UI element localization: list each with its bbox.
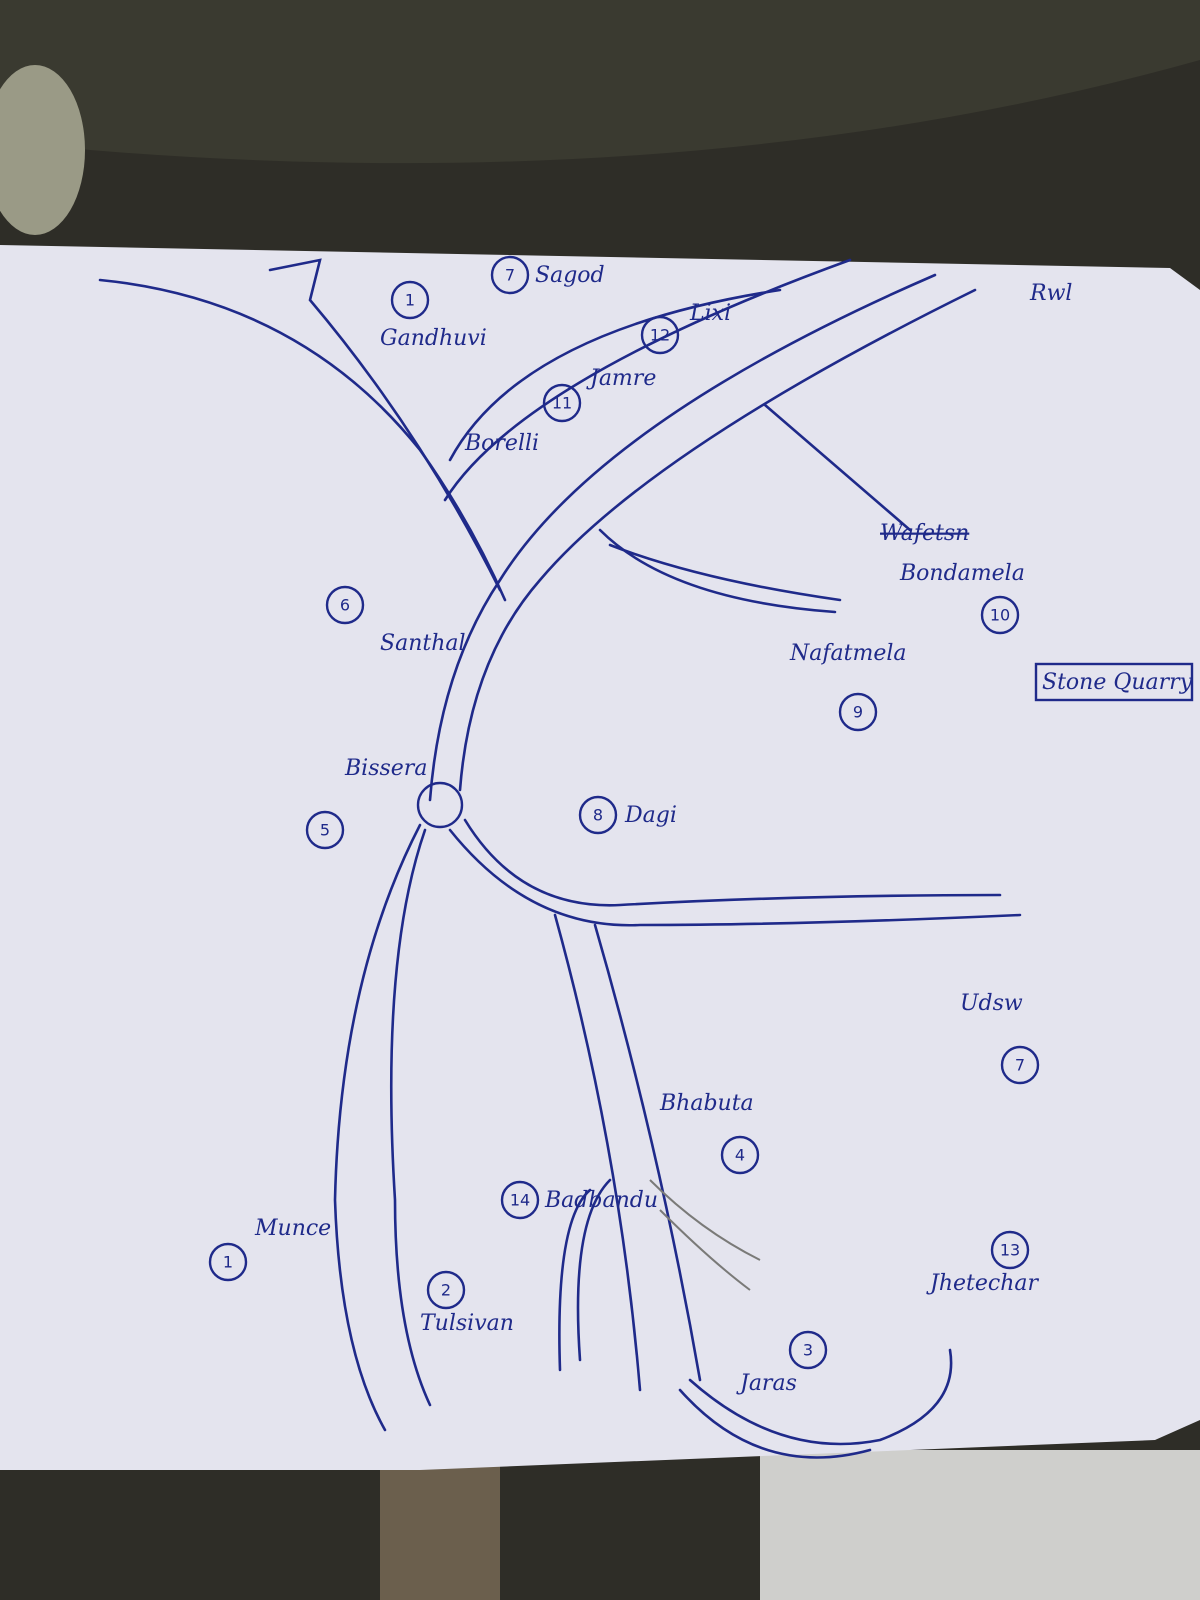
- place-number: 5: [320, 821, 330, 840]
- place-number: 13: [1000, 1241, 1020, 1260]
- place-bhabuta: 4 Bhabuta: [659, 1091, 760, 1175]
- place-number: 1: [223, 1253, 233, 1272]
- place-jamre: 11 Jamre: [542, 366, 656, 423]
- place-number-circle: [1000, 1045, 1040, 1085]
- place-name: Lixi: [689, 301, 731, 326]
- roads: [98, 258, 1022, 1459]
- floor-background: [380, 1460, 500, 1600]
- place-number: 1: [405, 291, 415, 310]
- place-name: Jhetechar: [926, 1271, 1039, 1296]
- place-number-circle: [838, 692, 878, 732]
- place-name: Munce: [254, 1216, 331, 1241]
- place-borelli: Borelli: [464, 431, 539, 456]
- place-name: Sagod: [535, 263, 605, 288]
- place-name: Bhabuta: [659, 1091, 754, 1116]
- place-number-circle: [788, 1330, 828, 1370]
- place-markers: 1Munce2Tulsivan3Jaras4Bhabuta5Bissera6Sa…: [208, 255, 1040, 1396]
- place-number: 12: [650, 326, 670, 345]
- place-number: 11: [552, 394, 572, 413]
- place-nafatmela: 9 Nafatmela: [789, 641, 907, 732]
- place-dagi: 8 Dagi: [578, 795, 677, 835]
- place-number: 3: [803, 1341, 813, 1360]
- place-number: 7: [505, 266, 515, 285]
- round-object: [0, 65, 85, 235]
- place-number: 7: [1015, 1056, 1025, 1075]
- floor-background: [760, 1450, 1200, 1600]
- place-bondamela: 10 Bondamela: [899, 561, 1025, 635]
- place-number: 9: [853, 703, 863, 722]
- place-name: Dagi: [624, 803, 677, 828]
- place-number-circle: [578, 795, 618, 835]
- place-udsw: 7 Udsw: [960, 991, 1040, 1085]
- place-number: 4: [735, 1146, 745, 1165]
- place-number-circle: [208, 1242, 248, 1282]
- place-name: Bissera: [344, 756, 427, 781]
- place-number-circle: [720, 1135, 760, 1175]
- place-number: 8: [593, 806, 603, 825]
- place-number-circle: [640, 315, 680, 355]
- place-name: Badbandu: [544, 1188, 658, 1213]
- place-number-circle: [390, 280, 430, 320]
- glass-reflection: [0, 0, 1200, 164]
- place-number-circle: [500, 1180, 540, 1220]
- place-name: Tulsivan: [420, 1311, 514, 1336]
- place-number: 10: [990, 606, 1010, 625]
- stone-quarry-label: Stone Quarry: [1042, 670, 1193, 695]
- place-number: 6: [340, 596, 350, 615]
- place-name: Gandhuvi: [380, 326, 487, 351]
- place-number: 14: [510, 1191, 530, 1210]
- place-name: Jamre: [586, 366, 656, 391]
- place-number: 2: [441, 1281, 451, 1300]
- place-name: Udsw: [960, 991, 1023, 1016]
- place-number-circle: [325, 585, 365, 625]
- stone-quarry-box: Stone Quarry: [1034, 662, 1194, 702]
- place-number-circle: [980, 595, 1020, 635]
- paper-sheet: [0, 245, 1200, 1470]
- place-number-circle: [426, 1270, 466, 1310]
- place-munce: 1 Munce: [208, 1216, 331, 1282]
- place-name: Jaras: [736, 1371, 797, 1396]
- place-sagod: 7 Sagod: [490, 255, 605, 295]
- crossed-out-label: Wafetsn: [880, 521, 969, 546]
- place-bissera: 5 Bissera: [305, 756, 427, 850]
- place-number-circle: [990, 1230, 1030, 1270]
- place-name: Bondamela: [899, 561, 1025, 586]
- place-number-circle: [305, 810, 345, 850]
- place-name: Santhal: [380, 631, 466, 656]
- place-name: Nafatmela: [789, 641, 907, 666]
- place-number-circle: [542, 383, 582, 423]
- corner-label: Rwl: [1029, 281, 1072, 306]
- place-number-circle: [490, 255, 530, 295]
- place-badbandu: 14 Badbandu: [500, 1180, 658, 1220]
- place-name: Borelli: [464, 431, 539, 456]
- place-lixi: 12 Lixi: [640, 301, 731, 355]
